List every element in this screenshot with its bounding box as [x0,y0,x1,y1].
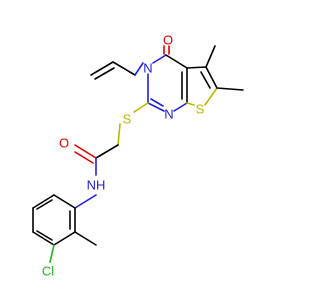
bond-nh-aryl [74,194,97,209]
bonds [32,45,244,263]
bond-ar-c2-c3 [53,231,76,246]
bond-c5-c6 [205,66,218,89]
bond-ar-c6-c1 [53,194,76,209]
bond-n1-c2 [147,102,165,112]
bond-allyl-c3-n [134,62,144,76]
bond-n3-c4 [152,54,167,64]
molecule-structure: O N N S S O NH Cl [32,33,244,279]
bond-ar-methyl [74,231,97,246]
bond-co-o-double [74,151,94,164]
bond-c4a-c5 [186,66,207,69]
bond-c6-s [204,87,218,106]
bond-ar-c5-c6 [32,194,55,209]
atom-s-thioether: S [123,112,132,127]
bond-ar-c3-c4-inner [36,230,53,241]
bond-allyl-c2-c3 [112,61,136,76]
atom-cl: Cl [42,264,54,279]
bond-c7a-n1 [173,102,188,112]
bond-co-o [74,144,97,159]
atom-nh-amide: NH [87,178,106,193]
bond-c5-methyl [205,45,216,68]
bond-s-ch2 [117,123,121,146]
bond-c2-s [133,102,149,113]
atom-labels: O N N S S O NH Cl [42,33,205,279]
bond-allyl-c1-c2-double [94,67,115,80]
bond-ar-c3-c4 [32,231,55,246]
atom-o-ring: O [163,33,173,48]
atom-n-pyrimidine: N [164,107,173,122]
bond-ar-cl [49,244,55,263]
atom-n-ring: N [143,61,152,76]
bond-c6-methyl [216,87,244,91]
bond-ar-c5-c6-inner [36,199,53,210]
bond-allyl-c1-c2 [90,61,114,76]
atom-o-amide: O [59,136,69,151]
bond-c5-c6-double [200,71,211,89]
bond-ch2-co [95,144,119,159]
bond-c4-c4a [165,54,188,69]
bond-n1-c2-double [150,98,164,107]
bond-s-c7a [186,102,195,106]
atom-s-thiophene: S [196,102,205,117]
